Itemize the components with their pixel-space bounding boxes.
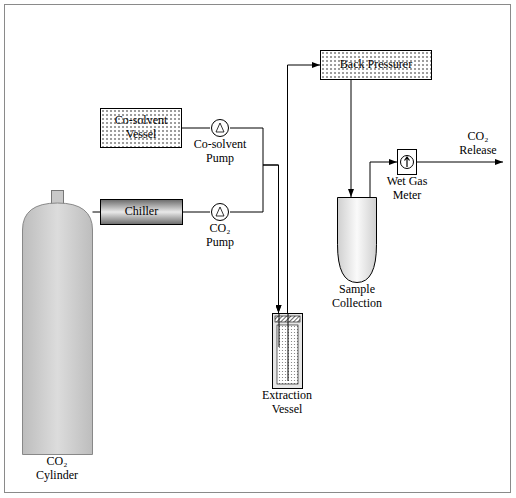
pipe-connector [230, 128, 279, 313]
page-frame [5, 5, 511, 493]
cosolvent-pump: Co-solvent Pump [190, 118, 250, 166]
pipe-connector [288, 65, 321, 313]
cosolvent-vessel: Co-solvent Vessel [100, 108, 182, 148]
pipe-connector [93, 212, 101, 213]
pipe-connector [182, 128, 210, 129]
co2-cylinder: CO₂ Cylinder [17, 190, 97, 483]
output-label: CO₂ Release [453, 130, 503, 158]
release-line [417, 162, 503, 163]
node-text: CO₂ Cylinder [31, 455, 83, 483]
co2-pump: CO₂ Pump [195, 202, 245, 250]
sample-collector: Sample Collection [326, 197, 388, 311]
node-text: Co-solvent Pump [190, 138, 250, 166]
extraction-vessel: Extraction Vessel [256, 313, 318, 417]
chiller-box: Chiller [100, 199, 183, 225]
extraction-vessel-symbol [272, 313, 303, 389]
co2-pump-symbol [210, 202, 230, 222]
node-text: Chiller [122, 205, 161, 219]
wet-gas-meter-symbol [397, 149, 417, 175]
sample-collector-symbol [337, 197, 377, 283]
node-text: Sample Collection [326, 283, 388, 311]
back-pressure-regulator: Back Pressurer [320, 50, 432, 80]
node-text: Extraction Vessel [256, 389, 318, 417]
pipe-connector [351, 80, 352, 197]
pipe-connector [230, 165, 279, 313]
node-text: Co-solvent Vessel [101, 114, 181, 142]
node-text: Wet Gas Meter [382, 175, 432, 203]
cosolvent-pump-symbol [210, 118, 230, 138]
pipe-connector [183, 212, 210, 213]
co2-cylinder-symbol [22, 190, 93, 455]
node-text: CO₂ Pump [200, 222, 240, 250]
wet-gas-meter: Wet Gas Meter [382, 149, 432, 203]
node-text: Back Pressurer [337, 58, 415, 72]
